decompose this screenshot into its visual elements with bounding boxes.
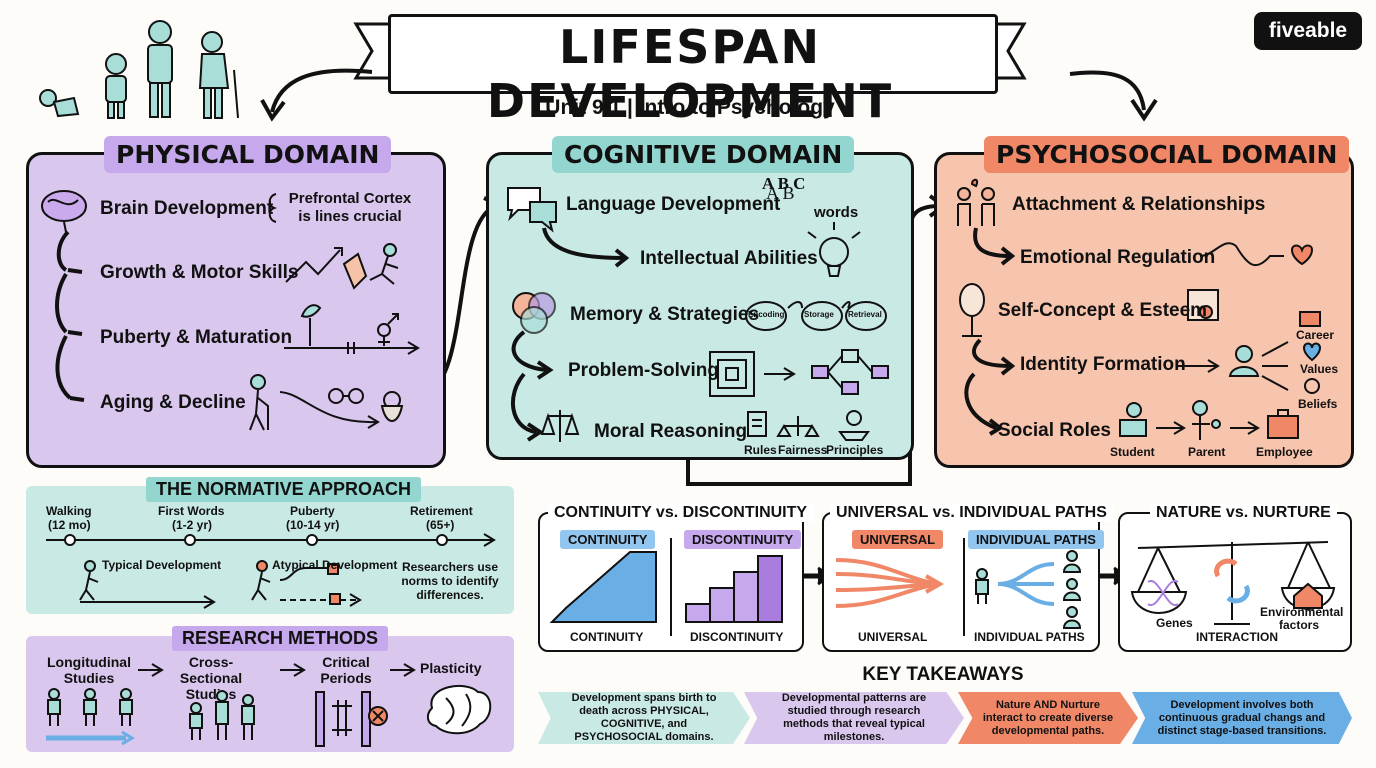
moral-label-rules: Rules xyxy=(744,443,777,457)
identity-career-label: Career xyxy=(1296,328,1335,342)
attachment-item: Attachment & Relationships xyxy=(1012,194,1266,215)
memory-step-encoding: Encoding xyxy=(748,310,785,319)
psychosocial-icons xyxy=(957,178,1322,440)
milestone-puberty-age: (10-14 yr) xyxy=(286,518,340,532)
universal-diagram xyxy=(835,538,1082,636)
identity-beliefs-label: Beliefs xyxy=(1298,397,1338,411)
takeaway-4: Development involves both continuous gra… xyxy=(1132,692,1352,744)
continuity-title: CONTINUITY vs. DISCONTINUITY xyxy=(548,504,814,522)
nature-panel xyxy=(1118,512,1352,652)
memory-step-retrieval: Retrieval xyxy=(848,310,882,319)
universal-title: UNIVERSAL vs. INDIVIDUAL PATHS xyxy=(830,504,1113,522)
psychosocial-domain-title: PSYCHOSOCIAL DOMAIN xyxy=(984,136,1350,173)
life-stage-figures-icon xyxy=(39,20,239,119)
environmental-label: Environmental factors xyxy=(1260,605,1344,632)
milestone-walking-age: (12 mo) xyxy=(48,518,91,532)
moral-label-fairness: Fairness xyxy=(778,443,828,457)
continuity-caption: CONTINUITY xyxy=(570,630,644,644)
words-icon: words xyxy=(814,204,859,221)
continuity-charts xyxy=(549,538,783,636)
social-roles-item: Social Roles xyxy=(998,420,1111,441)
letters-icon: A B C xyxy=(762,174,806,193)
role-employee-label: Employee xyxy=(1256,445,1313,459)
milestone-retirement-age: (65+) xyxy=(426,518,455,532)
identity-formation-item: Identity Formation xyxy=(1020,354,1186,375)
prefrontal-note: Prefrontal Cortex is lines crucial xyxy=(288,190,412,225)
milestone-puberty: Puberty xyxy=(290,504,335,518)
title-banner xyxy=(388,14,998,94)
moral-label-principles: Principles xyxy=(826,443,884,457)
universal-tag: UNIVERSAL xyxy=(852,530,944,549)
normative-timeline xyxy=(46,533,496,609)
cognitive-icons: A B xyxy=(507,183,889,442)
memory-step-storage: Storage xyxy=(804,310,834,319)
milestone-first-words-age: (1-2 yr) xyxy=(172,518,213,532)
atypical-development-label: Atypical Development xyxy=(272,558,398,572)
takeaways-title: KEY TAKEAWAYS xyxy=(862,664,1024,685)
method-critical-periods: Critical Periods xyxy=(320,654,372,686)
problem-solving-item: Problem-Solving xyxy=(568,360,719,381)
identity-values-label: Values xyxy=(1300,362,1339,376)
nature-title: NATURE vs. NURTURE xyxy=(1150,504,1337,522)
continuity-tag: CONTINUITY xyxy=(560,530,656,549)
cognitive-domain-title: COGNITIVE DOMAIN xyxy=(552,136,855,173)
individual-caption: INDIVIDUAL PATHS xyxy=(974,630,1085,644)
interaction-label: INTERACTION xyxy=(1196,630,1278,644)
nature-scale-icon xyxy=(1130,541,1336,625)
method-plasticity: Plasticity xyxy=(420,660,482,676)
fiveable-logo: fiveable xyxy=(1254,12,1362,50)
page-title: LIFESPAN DEVELOPMENT xyxy=(486,20,894,128)
physical-domain-title: PHYSICAL DOMAIN xyxy=(104,136,392,173)
normative-note: Researchers use norms to identify differ… xyxy=(401,560,499,602)
normative-title: THE NORMATIVE APPROACH xyxy=(146,477,422,502)
research-panel xyxy=(26,636,514,752)
research-title: RESEARCH METHODS xyxy=(172,626,389,651)
milestone-walking: Walking xyxy=(46,504,92,518)
takeaway-1: Development spans birth to death across … xyxy=(538,692,750,744)
self-concept-item: Self-Concept & Esteem xyxy=(998,300,1208,321)
aging-item: Aging & Decline xyxy=(100,392,246,413)
intellectual-abilities-item: Intellectual Abilities xyxy=(640,248,818,269)
discontinuity-caption: DISCONTINUITY xyxy=(690,630,784,644)
takeaway-2: Developmental patterns are studied throu… xyxy=(744,692,964,744)
page-subtitle: Unit 9.1 | Intro to Psychology xyxy=(545,96,835,119)
role-parent-label: Parent xyxy=(1188,445,1226,459)
takeaway-3: Nature AND Nurture interact to create di… xyxy=(958,692,1138,744)
typical-development-label: Typical Development xyxy=(102,558,222,572)
physical-icons xyxy=(41,190,420,431)
method-longitudinal: Longitudinal Studies xyxy=(47,654,131,686)
physical-domain-panel xyxy=(26,152,446,468)
svg-text:A B: A B xyxy=(766,183,795,203)
brain-development-item: Brain Development xyxy=(100,198,274,219)
normative-panel xyxy=(26,486,514,614)
milestone-first-words: First Words xyxy=(158,504,225,518)
growth-motor-item: Growth & Motor Skills xyxy=(100,262,299,283)
universal-caption: UNIVERSAL xyxy=(858,630,928,644)
discontinuity-tag: DISCONTINUITY xyxy=(684,530,802,549)
puberty-item: Puberty & Maturation xyxy=(100,327,293,348)
individual-tag: INDIVIDUAL PATHS xyxy=(968,530,1104,549)
research-icons xyxy=(46,663,492,747)
memory-strategies-item: Memory & Strategies xyxy=(570,304,760,325)
milestone-retirement: Retirement xyxy=(410,504,473,518)
genes-label: Genes xyxy=(1156,616,1193,630)
emotional-regulation-item: Emotional Regulation xyxy=(1020,247,1216,268)
moral-reasoning-item: Moral Reasoning xyxy=(594,421,748,442)
role-student-label: Student xyxy=(1110,445,1155,459)
language-development-item: Language Development xyxy=(566,194,781,215)
